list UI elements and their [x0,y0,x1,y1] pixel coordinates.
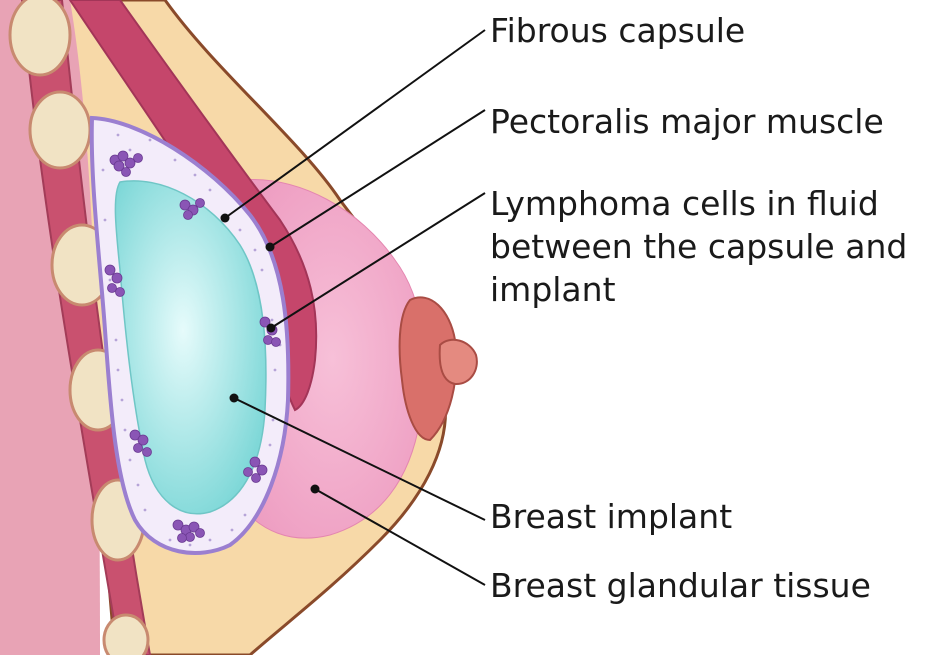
label-breast-implant: Breast implant [490,497,732,536]
label-pectoralis-major: Pectoralis major muscle [490,102,884,141]
label-glandular-tissue: Breast glandular tissue [490,566,871,605]
label-lymphoma-line2: between the capsule and [490,227,907,266]
label-fibrous-capsule: Fibrous capsule [490,11,745,50]
label-lymphoma-line1: Lymphoma cells in fluid [490,184,879,223]
nipple [440,340,477,384]
label-lymphoma-line3: implant [490,270,616,309]
